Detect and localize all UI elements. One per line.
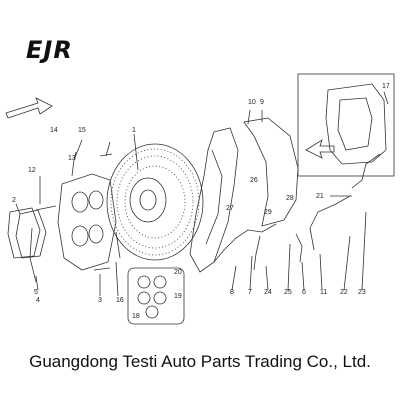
sensor-cable xyxy=(213,223,277,263)
dust-shield xyxy=(243,117,299,227)
callout-28: 28 xyxy=(286,195,294,202)
callout-2: 2 xyxy=(12,197,16,204)
brake-pad-outer xyxy=(7,207,41,259)
callout-6: 6 xyxy=(302,289,306,296)
callout-13: 13 xyxy=(68,155,76,162)
callout-8: 8 xyxy=(230,289,234,296)
callout-29: 29 xyxy=(264,209,272,216)
callout-20: 20 xyxy=(174,269,182,276)
caliper-bolt xyxy=(93,267,111,271)
direction-arrow-inset xyxy=(305,139,335,159)
brake-disc xyxy=(106,143,204,261)
callout-26: 26 xyxy=(250,177,258,184)
callout-7: 7 xyxy=(248,289,252,296)
inset-frame xyxy=(297,73,395,177)
seal-kit-box xyxy=(127,267,185,325)
wear-sensor-wire xyxy=(351,153,381,189)
callout-15: 15 xyxy=(78,127,86,134)
callout-23: 23 xyxy=(358,289,366,296)
brake-pad-inner xyxy=(15,209,47,259)
callout-4: 4 xyxy=(36,297,40,304)
inset-caliper xyxy=(325,83,387,165)
callout-18: 18 xyxy=(132,313,140,320)
callout-5: 5 xyxy=(34,289,38,296)
callout-10: 10 xyxy=(248,99,256,106)
callout-11: 11 xyxy=(320,289,327,296)
callout-3: 3 xyxy=(98,297,102,304)
callout-12: 12 xyxy=(28,167,36,174)
callout-17: 17 xyxy=(382,83,390,90)
caliper-body xyxy=(57,173,117,271)
company-logo: EJR xyxy=(26,36,73,64)
callout-16: 16 xyxy=(116,297,124,304)
callout-21: 21 xyxy=(316,193,324,200)
callout-9: 9 xyxy=(260,99,264,106)
callout-22: 22 xyxy=(340,289,348,296)
callout-14: 14 xyxy=(50,127,58,134)
callout-1: 1 xyxy=(132,127,136,134)
callout-27: 27 xyxy=(226,205,234,212)
direction-arrow-left xyxy=(5,97,53,119)
callout-24: 24 xyxy=(264,289,272,296)
brake-hose xyxy=(309,195,351,251)
callout-25: 25 xyxy=(284,289,292,296)
company-caption: Guangdong Testi Auto Parts Trading Co., … xyxy=(29,352,371,371)
disc-hub xyxy=(129,177,167,223)
steering-knuckle xyxy=(189,127,239,273)
callout-19: 19 xyxy=(174,293,182,300)
